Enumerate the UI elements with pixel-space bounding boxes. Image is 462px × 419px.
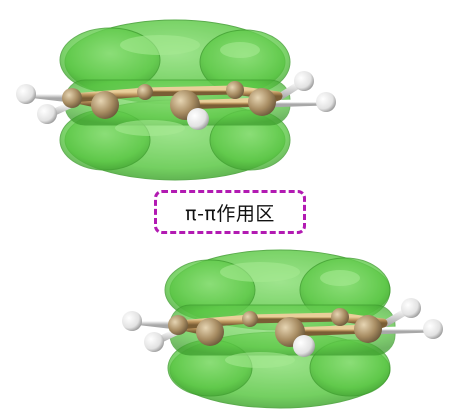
pi-interaction-label: π-π作用区 [185, 202, 275, 225]
hydrogen-atoms-bottom [122, 298, 443, 357]
hydrogen-atoms-top [16, 71, 336, 130]
surface-highlights-top [115, 35, 260, 136]
pi-interaction-label-box: π-π作用区 [154, 190, 306, 234]
benzene-bottom [122, 249, 443, 409]
benzene-top [16, 19, 336, 181]
surface-highlights-bottom [220, 262, 360, 368]
